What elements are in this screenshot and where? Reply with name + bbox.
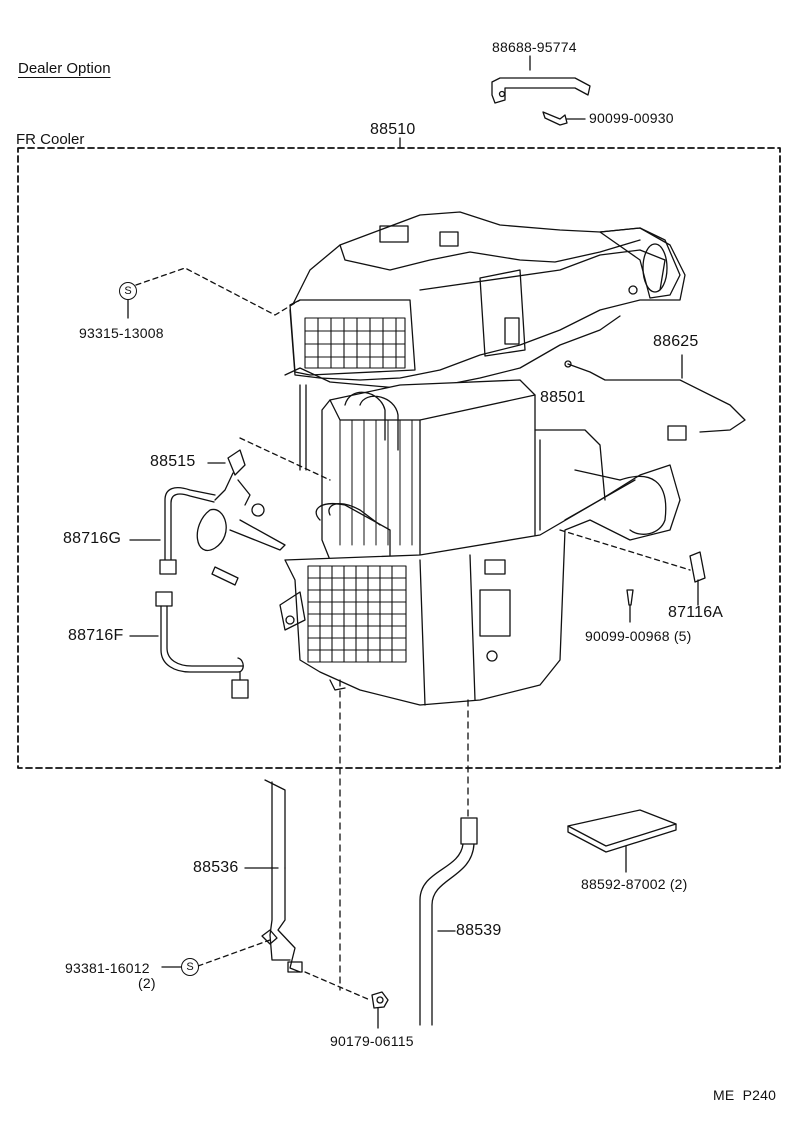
bracket-88536 [197, 679, 371, 1001]
tube-88716F [129, 591, 249, 699]
bolt-90099-00930 [542, 111, 586, 126]
cooler-lower-case [279, 429, 681, 706]
evaporator-88501 [315, 379, 536, 561]
part-label-88515[interactable]: 88515 [150, 453, 196, 470]
hose-88539 [419, 699, 478, 1026]
filter-88592 [567, 809, 677, 873]
part-label-88688-95774[interactable]: 88688-95774 [492, 39, 577, 55]
cooler-unit-88510 [284, 211, 686, 471]
part-label-93315-13008[interactable]: 93315-13008 [79, 325, 164, 341]
section-title: Dealer Option [18, 60, 111, 77]
bracket-88688 [491, 55, 591, 104]
part-label-88592-87002[interactable]: 88592-87002 (2) [581, 876, 688, 892]
part-label-88501[interactable]: 88501 [540, 389, 586, 406]
clip-87116A [559, 529, 706, 606]
part-qty-93381: (2) [138, 975, 156, 991]
part-label-90099-00930[interactable]: 90099-00930 [589, 110, 674, 126]
part-label-90099-00968[interactable]: 90099-00968 (5) [585, 628, 692, 644]
s-badge-93315: S [119, 282, 137, 300]
part-label-88539[interactable]: 88539 [456, 922, 502, 939]
part-label-93381-16012[interactable]: 93381-16012 [65, 960, 150, 976]
nut-90179-06115 [371, 991, 389, 1029]
assembly-boundary [17, 147, 781, 769]
valve-88515 [196, 449, 286, 586]
s-badge-93381: S [181, 958, 199, 976]
page-code: ME P240 [713, 1087, 777, 1103]
part-label-90179-06115[interactable]: 90179-06115 [330, 1033, 414, 1049]
part-label-88716G[interactable]: 88716G [63, 530, 122, 547]
group-title: FR Cooler [16, 131, 85, 148]
leader-93315 [135, 267, 301, 316]
part-label-88716F[interactable]: 88716F [68, 627, 124, 644]
tube-88716G [129, 487, 216, 575]
part-label-88510[interactable]: 88510 [370, 121, 416, 138]
part-label-88536[interactable]: 88536 [193, 859, 239, 876]
part-label-88625[interactable]: 88625 [653, 333, 699, 350]
screw-90099-00968 [626, 589, 634, 623]
harness-88625 [564, 354, 746, 441]
part-label-87116A[interactable]: 87116A [668, 604, 724, 621]
